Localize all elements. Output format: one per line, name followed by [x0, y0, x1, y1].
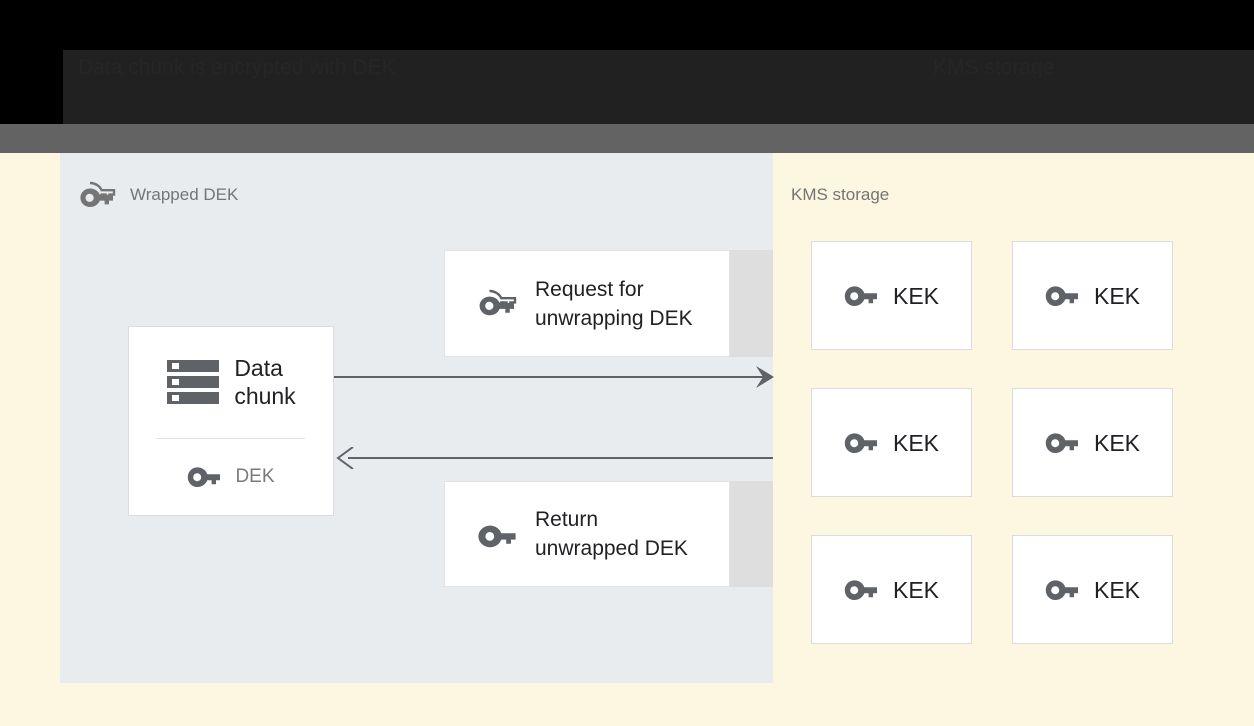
storage-icon [166, 359, 220, 405]
kek-box[interactable]: KEK [811, 388, 972, 497]
header-text-band [63, 50, 1254, 124]
header-caption-left: Data chunk is encrypted with DEK [78, 56, 396, 79]
request-card-tail [730, 250, 773, 357]
kek-label: KEK [892, 576, 940, 603]
key-icon [477, 518, 519, 550]
return-card-tail [730, 481, 773, 587]
request-unwrap-card[interactable]: Request for unwrapping DEK [444, 250, 730, 357]
dek-label: DEK [235, 466, 275, 487]
wrapped-dek-title: Wrapped DEK [130, 185, 239, 204]
kek-label: KEK [892, 282, 940, 309]
kek-label: KEK [892, 429, 940, 456]
key-icon [844, 578, 878, 602]
kek-label: KEK [1093, 429, 1141, 456]
arrow-request-right-head [756, 366, 774, 388]
key-icon [1045, 578, 1079, 602]
card-divider [157, 438, 305, 439]
header-caption: Data chunk is encrypted with DEK KMS sto… [78, 52, 1238, 114]
data-chunk-label: Data chunk [234, 355, 296, 409]
key-icon [1045, 284, 1079, 308]
kek-grid: KEK KEK KEK [811, 241, 1173, 644]
kek-label: KEK [1093, 282, 1141, 309]
arrow-request-right-line [334, 376, 764, 378]
arrow-return-left-line [348, 457, 773, 459]
key-icon [187, 465, 221, 489]
key-icon [1045, 431, 1079, 455]
return-unwrapped-card[interactable]: Return unwrapped DEK [444, 481, 730, 587]
kms-storage-title: KMS storage [791, 185, 890, 204]
data-chunk-card[interactable]: Data chunk DEK [128, 326, 334, 516]
kek-label: KEK [1093, 576, 1141, 603]
data-chunk-row: Data chunk [129, 327, 333, 437]
kek-box[interactable]: KEK [1012, 388, 1173, 497]
dek-row: DEK [129, 439, 333, 515]
arrow-return-left-head [336, 447, 354, 469]
wrapped-key-icon [78, 179, 118, 213]
header-caption-right: KMS storage [933, 56, 1055, 79]
top-gray-band [0, 124, 1254, 153]
return-unwrapped-label: Return unwrapped DEK [535, 508, 688, 560]
kek-box[interactable]: KEK [811, 535, 972, 644]
kek-box[interactable]: KEK [811, 241, 972, 350]
wrapped-key-icon [477, 288, 519, 320]
key-icon [844, 431, 878, 455]
kek-box[interactable]: KEK [1012, 535, 1173, 644]
key-icon [844, 284, 878, 308]
kek-box[interactable]: KEK [1012, 241, 1173, 350]
request-unwrap-label: Request for unwrapping DEK [535, 277, 693, 330]
